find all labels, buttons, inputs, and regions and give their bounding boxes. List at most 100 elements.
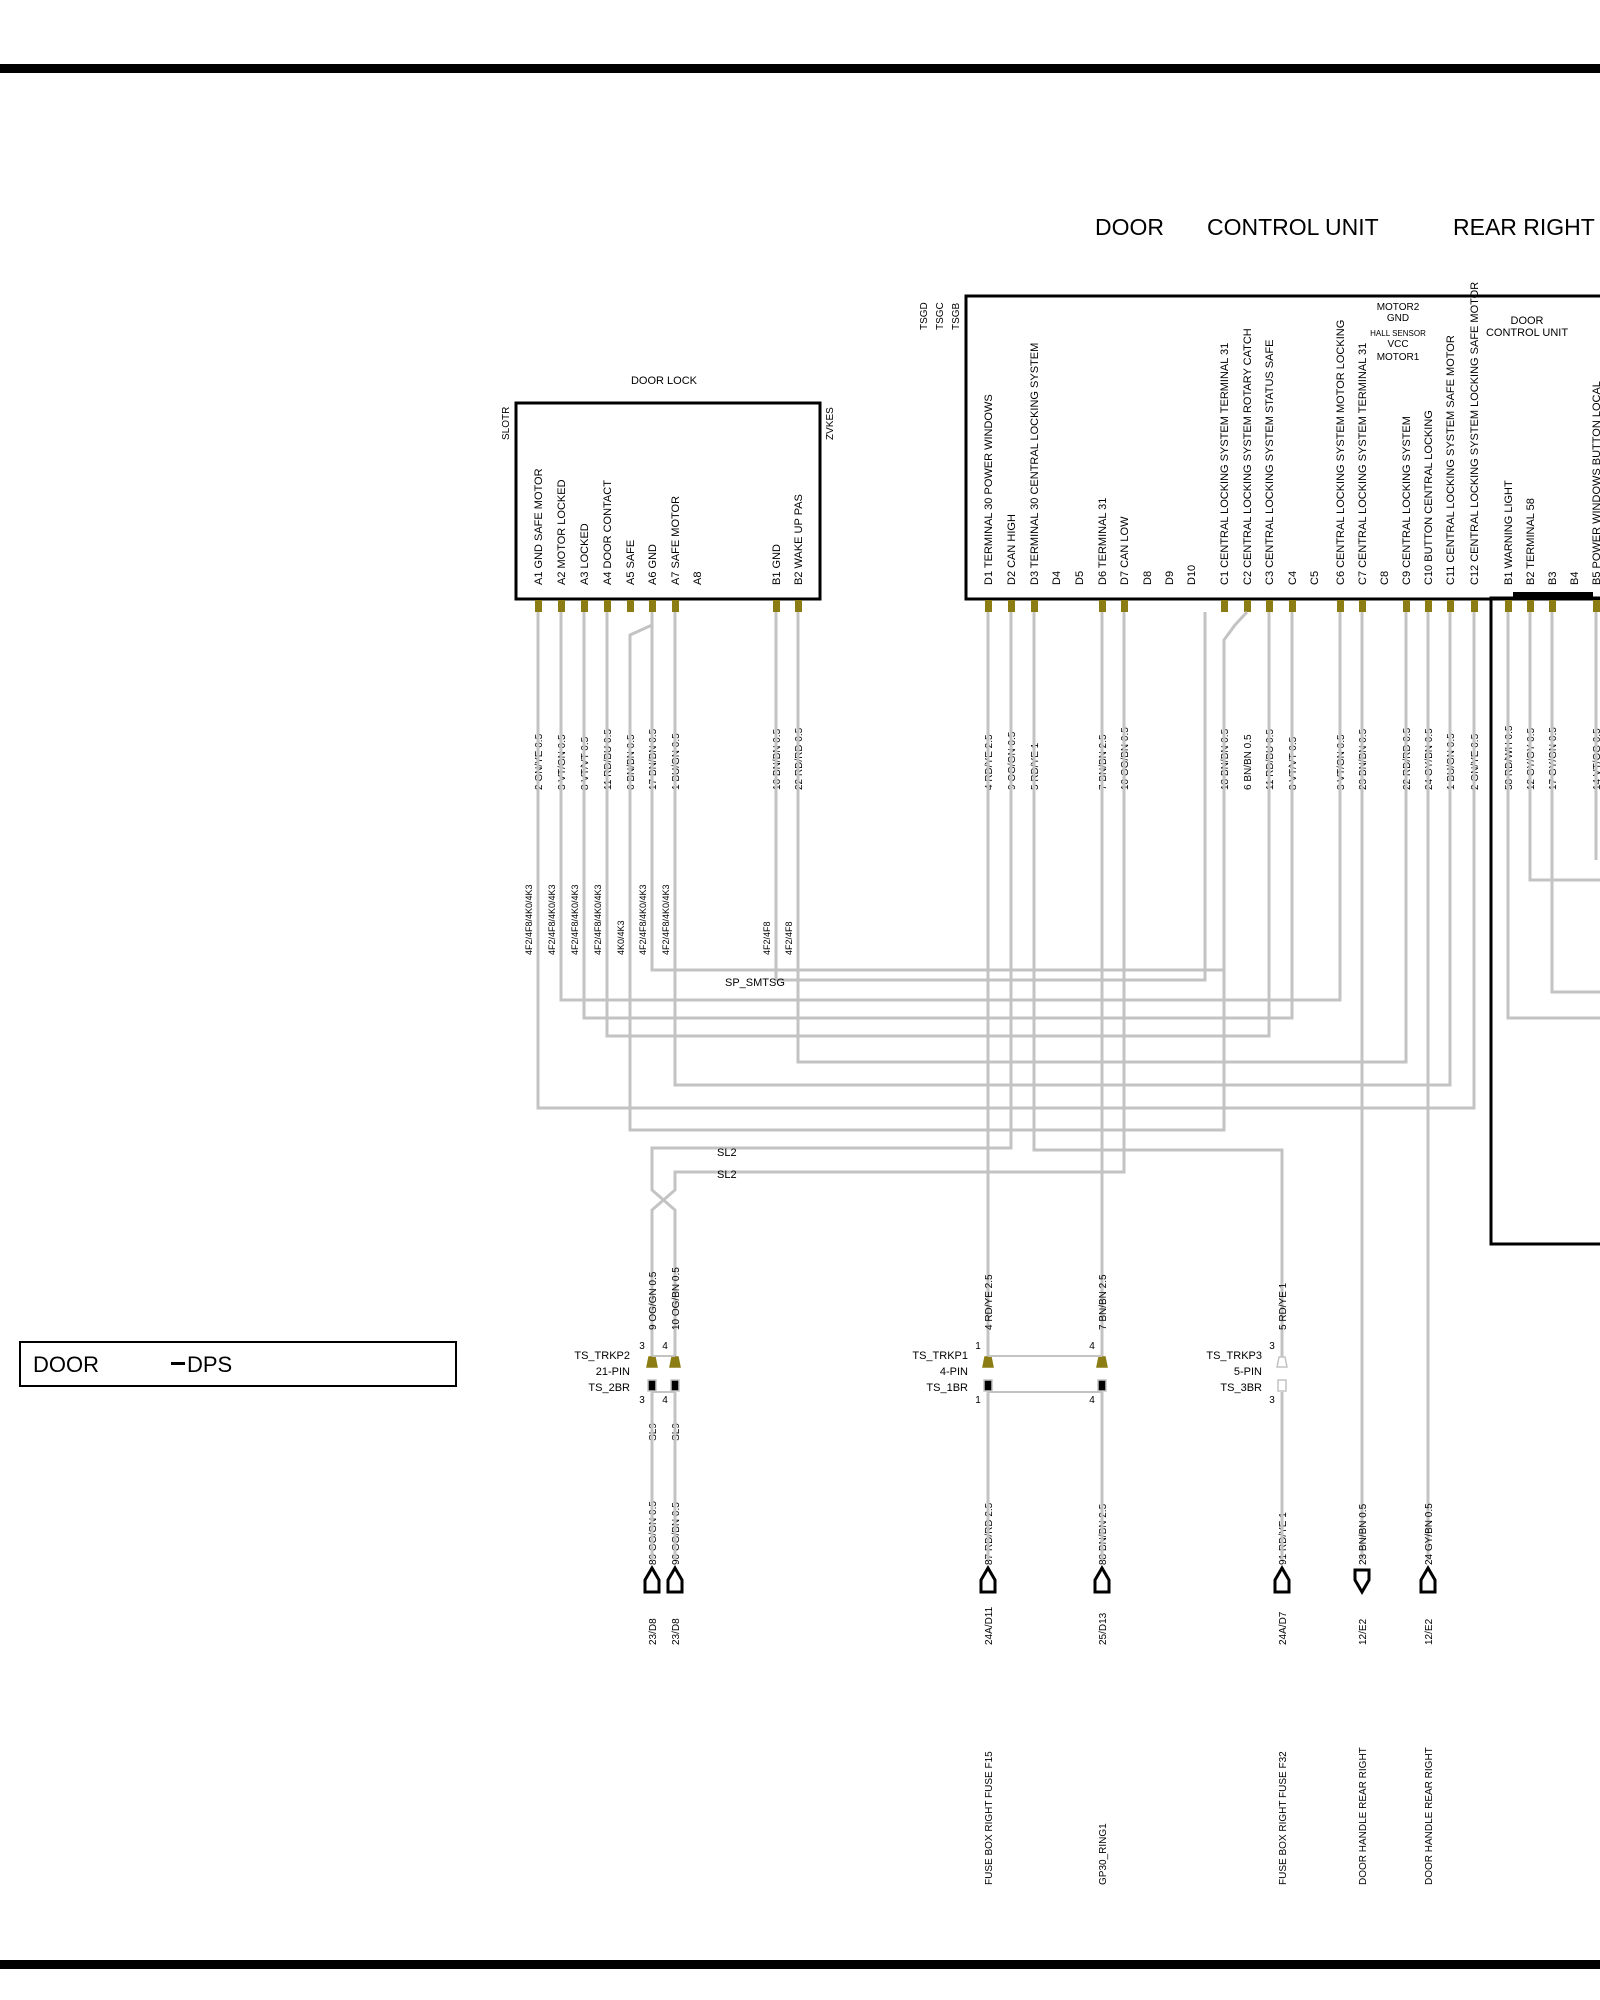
connector-mate-1: TS_1BR — [926, 1382, 968, 1394]
control-unit-pin-label-C6: C6 CENTRAL LOCKING SYSTEM MOTOR LOCKING — [1335, 320, 1347, 585]
terminal-wire-label-5: 23 BN/BN 0.5 — [1358, 1503, 1369, 1565]
control-unit-pin-label-D4: D4 — [1051, 571, 1063, 585]
control-unit-pin-label-D6: D6 TERMINAL 31 — [1097, 498, 1109, 585]
connector-mate-0: TS_2BR — [588, 1382, 630, 1394]
control-unit-inner-0: MOTOR2 — [1377, 302, 1420, 313]
door-lock-pin-label-B1: B1 GND — [771, 544, 783, 585]
control-unit-pin-label-D3: D3 TERMINAL 30 CENTRAL LOCKING SYSTEM — [1029, 343, 1041, 585]
harness-wire-5 — [650, 612, 1224, 972]
control-unit-pin-label-B5: B5 POWER WINDOWS BUTTON LOCAL — [1591, 381, 1600, 585]
connector-pin-number-bottom-2-0: 3 — [1269, 1395, 1275, 1406]
control-unit-pin-label-B2: B2 TERMINAL 58 — [1525, 498, 1537, 585]
control-unit-subtitle-0: DOOR — [1511, 315, 1544, 327]
control-unit-pin-label-C7: C7 CENTRAL LOCKING SYSTEM TERMINAL 31 — [1357, 343, 1369, 585]
connector-upper-wire-0-0: 9 OG/GN 0.5 — [648, 1271, 659, 1330]
door-lock-ref-label-B2: 4F2/4F8 — [784, 921, 794, 955]
terminal-destination-4: FUSE BOX RIGHT FUSE F32 — [1278, 1751, 1289, 1885]
door-lock-pin-label-A6: A6 GND — [647, 544, 659, 585]
door-lock-pin-B2 — [795, 600, 802, 612]
control-unit-pin-label-B4: B4 — [1569, 572, 1581, 585]
door-lock-pin-A6 — [649, 600, 656, 612]
terminal-ref-4: 24A/D7 — [1278, 1611, 1289, 1645]
connector-upper-wire-2-0: 5 RD/YE 1 — [1278, 1282, 1289, 1330]
door-lock-pin-label-A4: A4 DOOR CONTACT — [602, 480, 614, 585]
harness-wire-2 — [582, 612, 1294, 1020]
harness-wire-3 — [605, 612, 1271, 1038]
control-unit-pin-label-D2: D2 CAN HIGH — [1006, 514, 1018, 585]
control-unit-pin-B5 — [1593, 600, 1600, 612]
connector-male-1-1 — [1096, 1356, 1108, 1368]
control-unit-wire-label-C2: 6 BN/BN 0.5 — [1243, 734, 1254, 790]
control-unit-pin-label-C1: C1 CENTRAL LOCKING SYSTEM TERMINAL 31 — [1219, 343, 1231, 585]
door-lock-ref-label-A5: 4K0/4K3 — [616, 920, 626, 955]
control-unit-pin-label-C12: C12 CENTRAL LOCKING SYSTEM LOCKING SAFE … — [1469, 282, 1481, 585]
terminal-ref-0: 23/D8 — [648, 1618, 659, 1645]
connector-pins-2: 5-PIN — [1234, 1366, 1262, 1378]
legend-door-label: DOOR — [33, 1352, 99, 1377]
control-unit-pin-label-D10: D10 — [1186, 565, 1198, 585]
control-unit-pin-B3 — [1549, 600, 1556, 612]
bottom-border-rule — [0, 1960, 1600, 1969]
top-border-rule — [0, 64, 1600, 73]
control-unit-pin-label-D5: D5 — [1074, 571, 1086, 585]
door-lock-pin-label-B2: B2 WAKE UP PAS — [793, 494, 805, 585]
door-lock-pin-A1 — [535, 600, 542, 612]
door-lock-title: DOOR LOCK — [631, 375, 698, 387]
door-lock-pin-A7 — [672, 600, 679, 612]
control-unit-pin-label-C3: C3 CENTRAL LOCKING SYSTEM STATUS SAFE — [1264, 339, 1276, 585]
door-lock-pin-label-A8: A8 — [692, 572, 704, 585]
connector-upper-wire-1-0: 4 RD/YE 2.5 — [984, 1274, 995, 1330]
control-unit-inner-2: HALL SENSOR — [1370, 329, 1426, 338]
door-lock-pin-B1 — [773, 600, 780, 612]
door-lock-pin-label-A5: A5 SAFE — [625, 540, 637, 585]
control-unit-pin-label-C10: C10 BUTTON CENTRAL LOCKING — [1423, 410, 1435, 585]
connector-pin-number-top-1-1: 4 — [1089, 1341, 1095, 1352]
harness-wire-12 — [650, 612, 1126, 1360]
door-lock-pin-label-A3: A3 LOCKED — [579, 523, 591, 585]
connector-female-0-0 — [647, 1379, 657, 1392]
connector-mate-2: TS_3BR — [1220, 1382, 1262, 1394]
control-unit-code-TSGD: TSGD — [919, 302, 930, 330]
harness-wire-6 — [673, 612, 1452, 1087]
harness-wire-0 — [536, 612, 1476, 1110]
control-unit-pin-C2 — [1244, 600, 1251, 612]
terminal-destination-2: FUSE BOX RIGHT FUSE F15 — [984, 1751, 995, 1885]
connector-pin-number-bottom-1-0: 1 — [975, 1395, 981, 1406]
connector-male-2-0 — [1276, 1356, 1288, 1368]
door-lock-ref-label-A1: 4F2/4F8/4K0/4K3 — [524, 884, 534, 955]
connector-pin-number-bottom-0-0: 3 — [639, 1395, 645, 1406]
connector-pin-number-bottom-1-1: 4 — [1089, 1395, 1095, 1406]
door-lock-right-code: ZVKES — [825, 407, 836, 440]
terminal-symbol-0 — [643, 1565, 661, 1594]
terminal-destination-5: DOOR HANDLE REAR RIGHT — [1358, 1747, 1369, 1885]
control-unit-pin-D7 — [1121, 600, 1128, 612]
legend-dash — [171, 1362, 185, 1365]
control-unit-pin-B2 — [1527, 600, 1534, 612]
terminal-symbol-4 — [1273, 1565, 1291, 1594]
control-unit-pin-label-C11: C11 CENTRAL LOCKING SYSTEM SAFE MOTOR — [1445, 335, 1457, 585]
bus-label-splice: SP_SMTSG — [725, 977, 785, 989]
harness-wire-16 — [1506, 612, 1600, 1020]
control-unit-inner-1: GND — [1387, 313, 1409, 324]
connector-pin-number-top-1-0: 1 — [975, 1341, 981, 1352]
control-unit-pin-C3 — [1266, 600, 1273, 612]
terminal-destination-3: GP30_RING1 — [1098, 1823, 1109, 1885]
control-unit-pin-C7 — [1359, 600, 1366, 612]
control-unit-pin-C1 — [1221, 600, 1228, 612]
door-lock-ref-label-A6: 4F2/4F8/4K0/4K3 — [638, 884, 648, 955]
terminal-destination-6: DOOR HANDLE REAR RIGHT — [1424, 1747, 1435, 1885]
control-unit-pin-D6 — [1099, 600, 1106, 612]
door-lock-ref-label-B1: 4F2/4F8 — [762, 921, 772, 955]
door-lock-pin-label-A1: A1 GND SAFE MOTOR — [533, 468, 545, 585]
control-unit-pin-C12 — [1471, 600, 1478, 612]
header-title-rear-right: REAR RIGHT — [1453, 214, 1595, 240]
connector-upper-wire-0-1: 10 OG/BN 0.5 — [671, 1267, 682, 1330]
door-lock-left-code: SLOTR — [501, 407, 512, 440]
connector-name-0: TS_TRKP2 — [574, 1350, 630, 1362]
control-unit-inner-4: MOTOR1 — [1377, 352, 1420, 363]
control-unit-pin-C9 — [1403, 600, 1410, 612]
terminal-wire-label-6: 24 GY/BN 0.5 — [1424, 1503, 1435, 1565]
control-unit-pin-label-B1: B1 WARNING LIGHT — [1503, 480, 1515, 585]
door-lock-pin-A5 — [627, 600, 634, 612]
